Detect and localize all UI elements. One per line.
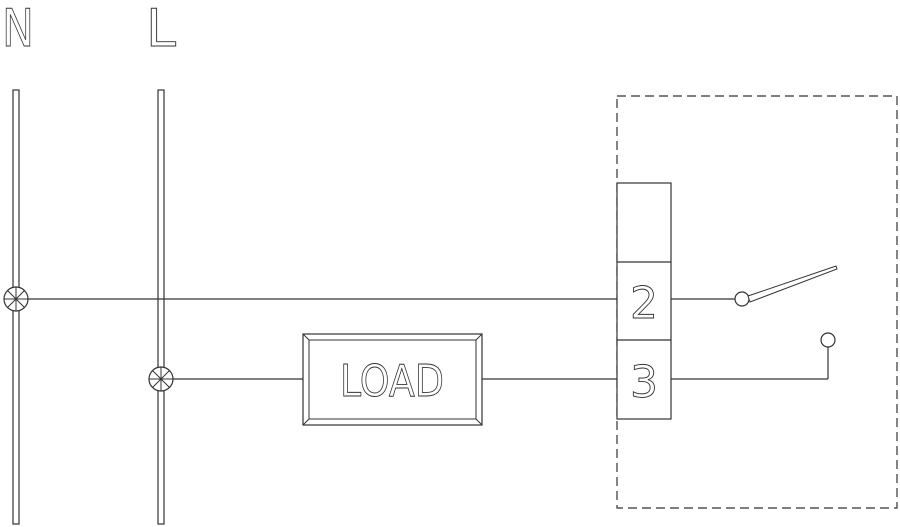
neutral-junction-icon: [3, 286, 29, 312]
terminal-2-label: 2: [630, 278, 658, 329]
load-box: LOAD: [302, 333, 483, 426]
load-label: LOAD: [340, 356, 444, 407]
terminal-3-label: 3: [630, 357, 658, 408]
terminal-block: 2 3: [616, 182, 672, 420]
line-bus-bar: [157, 89, 165, 525]
line-junction-icon: [148, 366, 174, 392]
switch-contact: [671, 265, 838, 380]
neutral-rail-label: N: [2, 0, 34, 59]
line-rail-label: L: [146, 0, 176, 59]
